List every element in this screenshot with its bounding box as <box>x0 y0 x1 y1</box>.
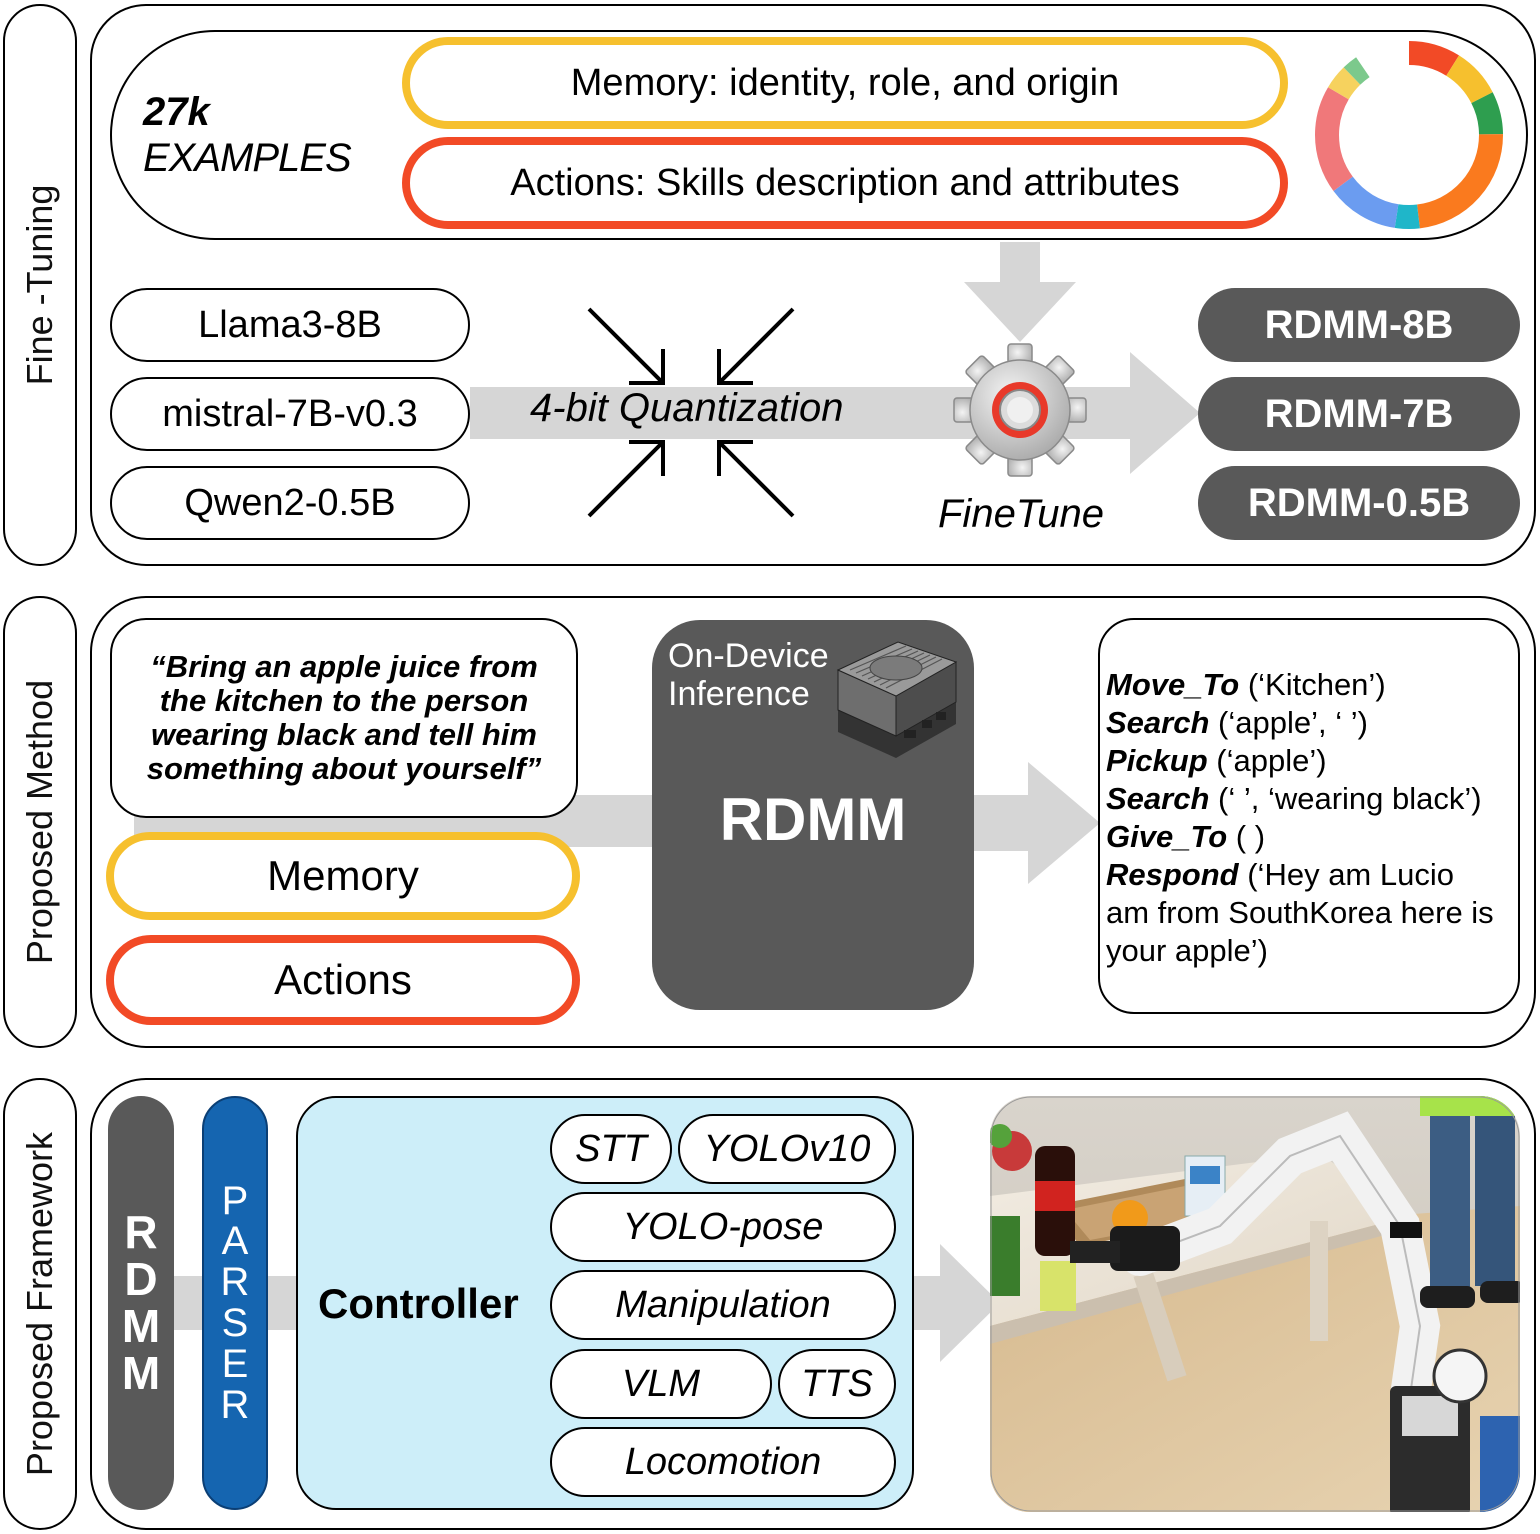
actions-data-pill: Actions: Skills description and attribut… <box>402 137 1288 229</box>
examples-count: 27k <box>143 90 210 134</box>
parser-letter: P <box>221 1178 249 1223</box>
output-model-8b: RDMM-8B <box>1198 288 1520 362</box>
quote-line-1: “Bring an apple juice from <box>150 649 538 684</box>
plan-step-3: Pickup (‘apple’) <box>1106 743 1327 778</box>
controller-label: Controller <box>318 1280 519 1327</box>
parser-letter: S <box>221 1301 249 1345</box>
side-label-finetuning: Fine -Tuning <box>3 4 77 566</box>
rdmm-vertical-bar: R D M M <box>108 1096 174 1510</box>
action-plan-box <box>1098 618 1520 1014</box>
base-model-mistral: mistral-7B-v0.3 <box>110 377 470 451</box>
side-label-method-text: Proposed Method <box>19 679 60 965</box>
plan-step-5: Give_To ( ) <box>1106 819 1266 854</box>
rdmm-letter: M <box>121 1346 161 1399</box>
side-label-framework-text: Proposed Framework <box>19 1131 60 1477</box>
plan-step-6-cont-2: your apple’) <box>1106 933 1268 968</box>
parser-vertical-bar: P A R S E R <box>202 1096 268 1510</box>
quantization-label: 4-bit Quantization <box>530 386 844 430</box>
edge-device-icon <box>836 641 958 758</box>
action-plan-text: Move_To (‘Kitchen’) Search (‘apple’, ‘ ’… <box>1106 666 1494 970</box>
quote-line-4: something about yourself” <box>146 751 542 786</box>
side-label-finetuning-text: Fine -Tuning <box>19 184 60 386</box>
method-right-arrow <box>970 762 1100 884</box>
rdmm-letter: R <box>124 1206 158 1259</box>
output-model-05b: RDMM-0.5B <box>1198 466 1520 540</box>
compress-arrows-icon <box>587 307 795 518</box>
memory-input-pill: Memory <box>106 832 580 920</box>
framework-right-arrow <box>910 1244 1000 1362</box>
finetune-gear-icon <box>953 343 1087 477</box>
quote-line-3: wearing black and tell him <box>151 717 537 752</box>
parser-letter: E <box>221 1341 249 1386</box>
tool-manipulation: Manipulation <box>550 1270 896 1340</box>
memory-data-pill: Memory: identity, role, and origin <box>402 37 1288 129</box>
tool-yolo-pose: YOLO-pose <box>550 1192 896 1262</box>
parser-letter: R <box>220 1260 250 1305</box>
plan-step-4: Search (‘ ’, ‘wearing black’) <box>1106 781 1482 816</box>
side-label-method: Proposed Method <box>3 596 77 1048</box>
device-label-line2: Inference <box>668 675 810 713</box>
plan-step-6: Respond (‘Hey am Lucio <box>1106 857 1454 892</box>
plan-step-1: Move_To (‘Kitchen’) <box>1106 667 1386 702</box>
rdmm-main-label: RDMM <box>719 786 907 853</box>
down-arrow <box>964 242 1076 342</box>
tool-stt: STT <box>550 1114 672 1184</box>
rdmm-letter: D <box>124 1253 158 1306</box>
base-model-qwen: Qwen2-0.5B <box>110 466 470 540</box>
side-label-framework: Proposed Framework <box>3 1078 77 1530</box>
plan-step-6-cont-1: am from SouthKorea here is <box>1106 895 1494 930</box>
tool-vlm: VLM <box>550 1349 772 1419</box>
quote-line-2: the kitchen to the person <box>159 683 529 718</box>
tool-tts: TTS <box>778 1349 896 1419</box>
dataset-distribution-icon <box>1315 41 1503 229</box>
right-arrow-to-outputs <box>1050 352 1200 474</box>
robot-scene-photo <box>990 1096 1520 1512</box>
actions-input-pill: Actions <box>106 935 580 1025</box>
device-label-line1: On-Device <box>668 637 829 675</box>
rdmm-letter: M <box>121 1300 161 1352</box>
output-model-7b: RDMM-7B <box>1198 377 1520 451</box>
base-model-llama: Llama3-8B <box>110 288 470 362</box>
examples-label: EXAMPLES <box>143 136 352 180</box>
tool-yolov10: YOLOv10 <box>678 1114 896 1184</box>
tool-locomotion: Locomotion <box>550 1427 896 1497</box>
plan-step-2: Search (‘apple’, ‘ ’) <box>1106 705 1368 740</box>
parser-letter: A <box>221 1219 249 1264</box>
parser-letter: R <box>220 1382 250 1427</box>
finetune-label: FineTune <box>938 492 1105 536</box>
command-quote-box: “Bring an apple juice from the kitchen t… <box>110 618 578 818</box>
